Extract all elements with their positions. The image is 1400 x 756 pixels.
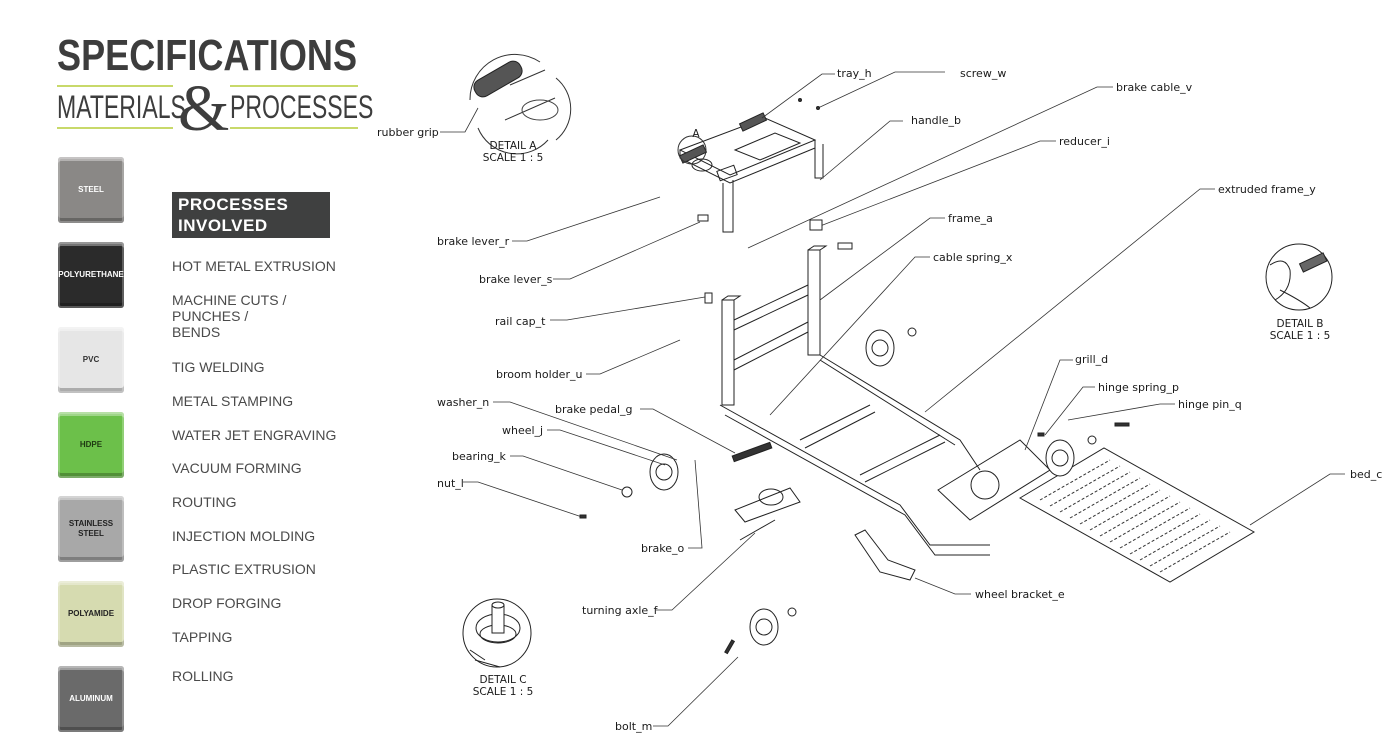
material-label: STAINLESS STEEL	[68, 519, 114, 538]
part-label-brake-lever-s: brake lever_s	[479, 273, 553, 286]
detail-b-view	[1265, 243, 1333, 311]
detail-c-scale: SCALE 1 : 5	[472, 686, 534, 698]
wheel-icons	[621, 327, 1097, 646]
process-item: ROLLING	[172, 668, 234, 684]
detail-a-caption: DETAIL A SCALE 1 : 5	[478, 140, 548, 164]
part-label-grill-d: grill_d	[1075, 353, 1109, 366]
rubber-grip-icon	[473, 60, 523, 98]
part-label-wheel-bracket-e: wheel bracket_e	[975, 588, 1065, 601]
process-item: TAPPING	[172, 629, 233, 645]
part-label-screw-w: screw_w	[960, 67, 1007, 80]
part-label-tray-h: tray_h	[837, 67, 872, 80]
detail-c-view	[462, 598, 532, 668]
part-label-handle-b: handle_b	[911, 114, 961, 127]
part-label-brake-o: brake_o	[641, 542, 685, 555]
material-label: STEEL	[78, 185, 104, 194]
detail-c-title: DETAIL C	[479, 674, 527, 686]
subtitle-processes: PROCESSES	[230, 89, 374, 125]
part-label-bearing-k: bearing_k	[452, 450, 506, 463]
part-label-wheel-j: wheel_j	[502, 424, 544, 437]
part-label-hinge-spring-p: hinge spring_p	[1098, 381, 1179, 394]
detail-c-caption: DETAIL C SCALE 1 : 5	[468, 674, 538, 698]
part-label-rubber-grip: rubber grip	[377, 126, 439, 139]
process-item: TIG WELDING	[172, 359, 265, 375]
handle-grip-icon	[738, 112, 768, 132]
process-item: HOT METAL EXTRUSION	[172, 258, 336, 274]
material-label: HDPE	[79, 440, 103, 449]
handle-tray-assembly	[677, 112, 824, 233]
subtitle-materials: MATERIALS	[57, 89, 186, 125]
part-label-extruded-frame-y: extruded frame_y	[1218, 183, 1316, 196]
detail-b-caption: DETAIL B SCALE 1 : 5	[1265, 318, 1335, 342]
material-swatch-pvc: PVC	[58, 327, 124, 393]
process-item: PUNCHES /	[172, 308, 249, 324]
part-label-hinge-pin-q: hinge pin_q	[1178, 398, 1242, 411]
detail-a-callout-letter: A	[692, 128, 700, 140]
material-swatch-steel: STEEL	[58, 157, 124, 223]
process-item: ROUTING	[172, 494, 237, 510]
bed-grill	[1019, 447, 1255, 583]
part-label-brake-pedal-g: brake pedal_g	[555, 403, 633, 416]
part-label-washer-n: washer_n	[437, 396, 490, 409]
material-label: ALUMINUM	[69, 694, 113, 703]
part-label-cable-spring-x: cable spring_x	[933, 251, 1013, 264]
detail-b-title: DETAIL B	[1276, 318, 1324, 330]
material-swatch-aluminum: ALUMINUM	[58, 666, 124, 732]
material-swatch-hdpe: HDPE	[58, 412, 124, 478]
process-item: METAL STAMPING	[172, 393, 294, 409]
part-label-reducer-i: reducer_i	[1059, 135, 1110, 148]
part-label-brake-cable-v: brake cable_v	[1116, 81, 1193, 94]
processes-header: PROCESSES INVOLVED	[172, 192, 330, 238]
process-item: BENDS	[172, 324, 221, 340]
part-label-brake-lever-r: brake lever_r	[437, 235, 510, 248]
leader-lines	[440, 71, 1345, 727]
processes-header-line2: INVOLVED	[178, 216, 268, 235]
part-label-frame-a: frame_a	[948, 212, 993, 225]
processes-header-line1: PROCESSES	[178, 195, 289, 214]
part-label-nut-l: nut_l	[437, 477, 464, 490]
part-label-bolt-m: bolt_m	[615, 720, 653, 733]
material-label: POLYURETHANE	[58, 270, 124, 279]
part-label-rail-cap-t: rail cap_t	[495, 315, 546, 328]
process-item: INJECTION MOLDING	[172, 528, 316, 544]
ampersand: &	[178, 72, 230, 145]
process-item: WATER JET ENGRAVING	[172, 427, 337, 443]
material-swatch-polyurethane: POLYURETHANE	[58, 242, 124, 308]
material-label: POLYAMIDE	[67, 609, 115, 618]
process-item: VACUUM FORMING	[172, 460, 302, 476]
part-label-turning-axle-f: turning axle_f	[582, 604, 658, 617]
accent-rule-bottom-right	[230, 127, 358, 129]
part-label-broom-holder-u: broom holder_u	[496, 368, 583, 381]
accent-rule-top-right	[230, 85, 358, 87]
process-item: PLASTIC EXTRUSION	[172, 561, 316, 577]
material-swatch-polyamide: POLYAMIDE	[58, 581, 124, 647]
accent-rule-bottom-left	[57, 127, 173, 129]
process-item: DROP FORGING	[172, 595, 282, 611]
process-item: MACHINE CUTS /	[172, 292, 287, 308]
main-frame	[719, 245, 1051, 556]
small-parts	[579, 98, 1130, 655]
material-swatch-stainless-steel: STAINLESS STEEL	[58, 496, 124, 562]
detail-b-scale: SCALE 1 : 5	[1269, 330, 1331, 342]
wheel-bracket-and-axle	[734, 487, 916, 581]
page-title: SPECIFICATIONS	[57, 31, 358, 80]
material-label: PVC	[82, 355, 100, 364]
accent-rule-top-left	[57, 85, 173, 87]
detail-a-scale: SCALE 1 : 5	[482, 152, 544, 164]
detail-a-view	[469, 53, 572, 155]
detail-a-title: DETAIL A	[489, 140, 537, 152]
part-label-bed-c: bed_c	[1350, 468, 1383, 481]
